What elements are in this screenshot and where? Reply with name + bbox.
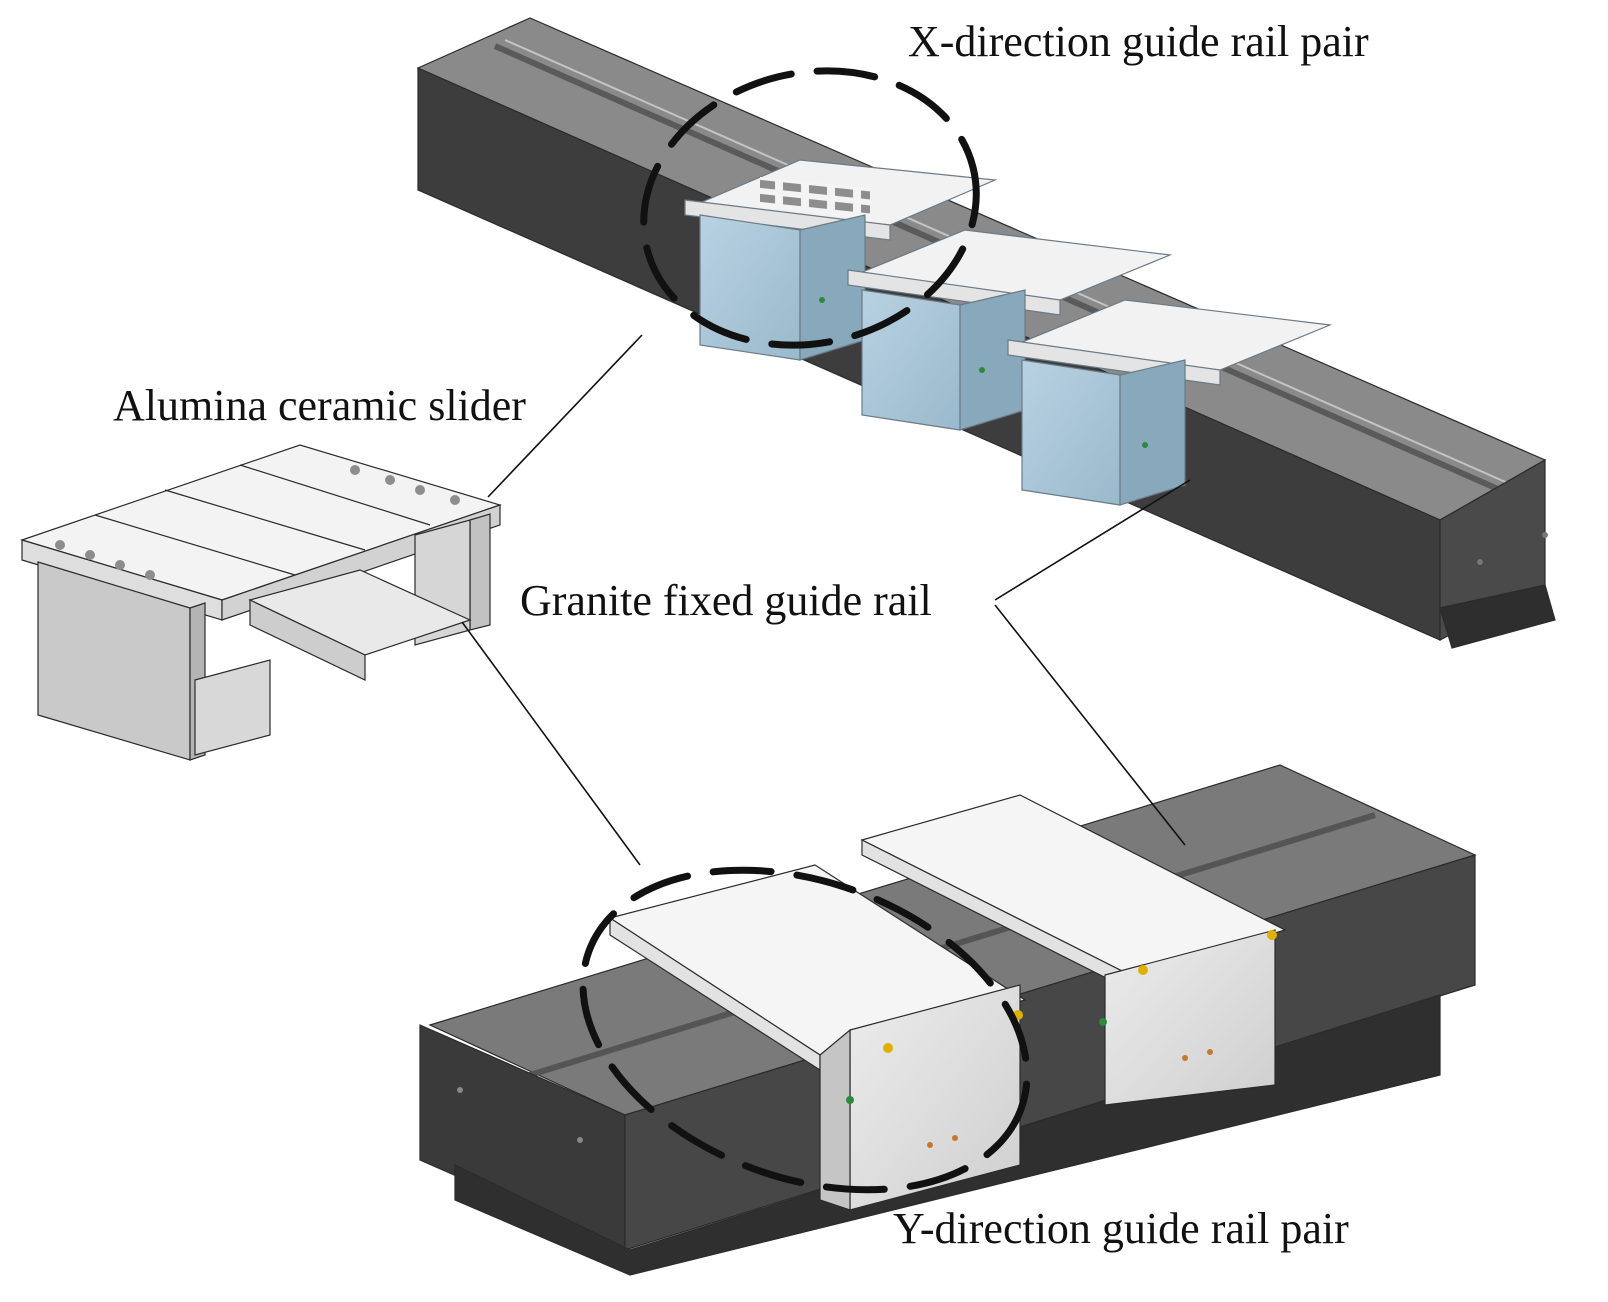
x-slider-1	[684, 159, 998, 361]
label-granite-rail: Granite fixed guide rail	[520, 576, 932, 625]
leader-granite-to-x	[994, 479, 1191, 601]
label-y-direction-pair: Y-direction guide rail pair	[893, 1204, 1349, 1253]
y-pair-highlight-ellipse	[579, 866, 1031, 1194]
leader-slider-to-x	[487, 334, 643, 498]
alumina-ceramic-slider-detail	[20, 444, 502, 761]
label-x-direction-pair: X-direction guide rail pair	[908, 17, 1369, 66]
x-slider-3	[1007, 299, 1333, 506]
leader-slider-to-y	[461, 621, 641, 866]
leader-granite-to-y	[994, 604, 1186, 846]
y-slider-a	[608, 864, 1027, 1211]
y-direction-gray-sliders	[608, 794, 1287, 1211]
y-slider-b	[860, 794, 1287, 1106]
x-direction-blue-sliders	[684, 159, 1333, 506]
label-alumina-slider: Alumina ceramic slider	[113, 381, 526, 430]
x-pair-highlight-ellipse	[640, 67, 980, 349]
leader-lines	[461, 334, 1191, 866]
